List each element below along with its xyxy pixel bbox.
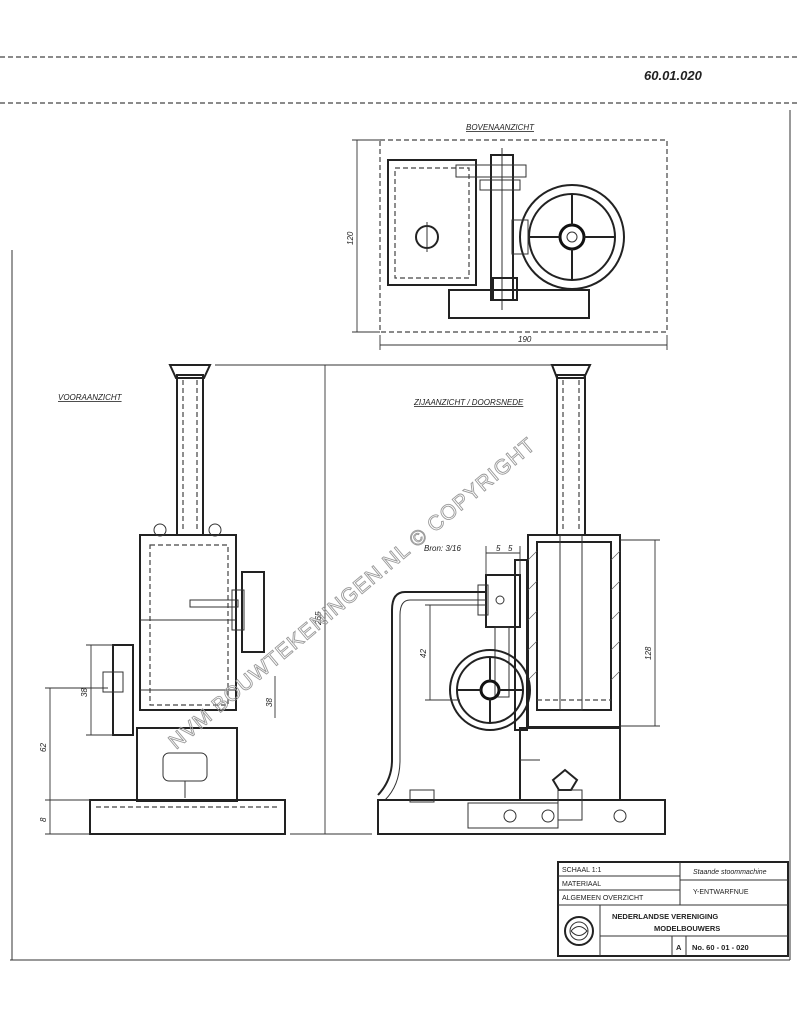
dim-front-lower: 62 [39,743,48,752]
boiler-hatching [527,550,621,681]
dim-side-stroke: 42 [419,649,428,658]
drawing-title: Staande stoommachine [693,869,767,876]
title-block-row-2: MATERIAAL [562,881,601,888]
dim-front-mid: 38 [80,688,89,697]
title-block: SCHAAL 1:1 MATERIAAL ALGEMEEN OVERZICHT … [557,861,789,957]
watermark-text: NVM BOUWTEKENINGEN.NL © COPYRIGHT [164,433,540,754]
organization-name-line-2: MODELBOUWERS [654,924,720,933]
dim-front-side-a: 38 [265,698,274,707]
front-view: VOORAANZICHT 8 62 [39,364,560,835]
sheet-border [0,56,800,961]
dim-top-height: 120 [346,231,355,245]
top-view: BOVENAANZICHT 120 [346,123,668,350]
dim-top-width: 190 [518,335,532,344]
dim-front-base: 8 [39,817,48,822]
side-view: ZIJAANZICHT / DOORSNEDE [377,364,666,835]
title-block-row-1: SCHAAL 1:1 [562,867,602,874]
side-flywheel [449,649,531,731]
organization-logo [564,916,594,946]
dim-total-height: 265 [314,611,323,626]
side-view-label: ZIJAANZICHT / DOORSNEDE [413,398,524,407]
corner-mark: 60.01.020 [644,68,703,83]
drawing-subtitle: Y-ENTWARFNUE [693,889,749,896]
sheet-letter: A [676,943,682,952]
dim-side-note: Bron: 3/16 [424,544,461,553]
title-block-row-3: ALGEMEEN OVERZICHT [562,895,644,902]
front-view-label: VOORAANZICHT [58,393,123,402]
organization-name-line-1: NEDERLANDSE VERENIGING [612,912,718,921]
dim-side-height: 128 [644,646,653,660]
top-view-label: BOVENAANZICHT [466,123,535,132]
top-flywheel [519,184,625,290]
dim-side-top-b: 5 [508,544,513,553]
copyright-watermark: NVM BOUWTEKENINGEN.NL © COPYRIGHT [164,433,541,754]
dim-side-top-a: 5 [496,544,501,553]
drawing-number: No. 60 - 01 - 020 [692,943,749,952]
